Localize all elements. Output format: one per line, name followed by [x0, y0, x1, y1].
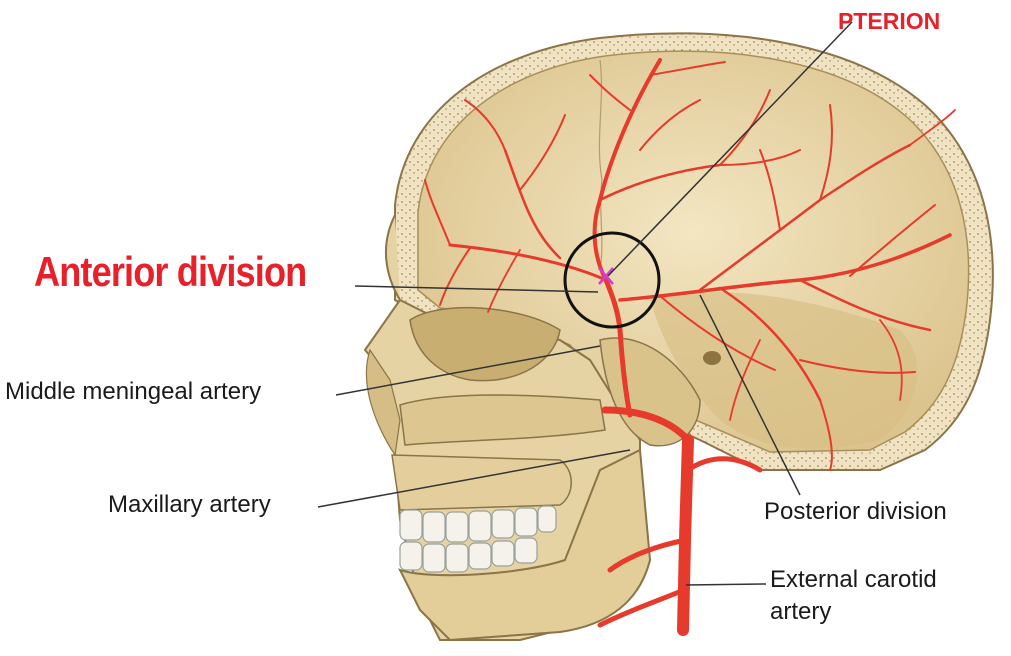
middle-meningeal-artery-label: Middle meningeal artery — [5, 378, 261, 406]
pterion-label: PTERION — [838, 8, 940, 35]
external-carotid-label-line1: External carotid — [770, 566, 937, 594]
anterior-division-label: Anterior division — [34, 248, 306, 296]
external-carotid-label-line2: artery — [770, 598, 831, 626]
external-carotid-leader — [686, 584, 766, 585]
posterior-division-label: Posterior division — [764, 498, 947, 526]
maxillary-artery-label: Maxillary artery — [108, 491, 271, 519]
maxilla — [392, 455, 571, 510]
teeth — [400, 506, 556, 572]
foramen — [703, 351, 721, 365]
